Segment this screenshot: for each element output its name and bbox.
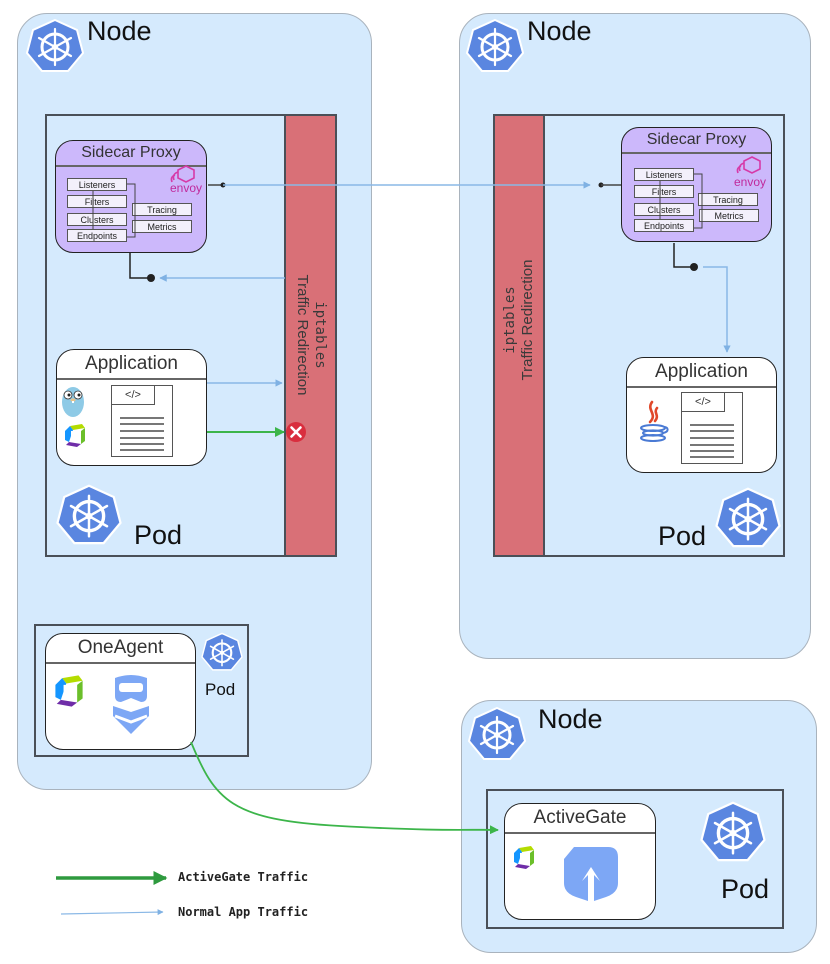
chip-clusters: Clusters (634, 203, 694, 216)
chip-tracing: Tracing (132, 203, 192, 216)
node-left-title: Node (87, 16, 152, 46)
chip-listeners: Listeners (634, 168, 694, 181)
chip-metrics: Metrics (699, 209, 759, 222)
doc-line (120, 449, 164, 451)
legend-normal-swatch (60, 909, 164, 916)
node-right-bottom-title: Node (538, 704, 603, 734)
legend-normal-app-traffic: Normal App Traffic (178, 905, 309, 919)
activegate-title: ActiveGate (505, 804, 655, 834)
dynatrace-icon (55, 675, 83, 707)
iptables-left-label: iptables Traffic Redirection (293, 275, 329, 396)
iptables-left-command: iptables (312, 301, 328, 369)
pod-right-app-label: Pod (658, 521, 707, 551)
oneagent-icon (113, 675, 149, 734)
iptables-right-description: Traffic Redirection (519, 259, 536, 381)
kubernetes-icon (467, 706, 527, 761)
iptables-right-command: iptables (502, 286, 518, 354)
envoy-label: envoy (170, 181, 203, 195)
iptables-right-label: iptables Traffic Redirection (501, 260, 537, 381)
pod-activegate (486, 789, 784, 929)
kubernetes-icon (465, 18, 525, 73)
sidecar-proxy-title: Sidecar Proxy (56, 141, 206, 167)
application-title: Application (627, 358, 776, 388)
oneagent-title: OneAgent (46, 634, 195, 664)
chip-clusters: Clusters (67, 213, 127, 226)
pod-left-app-label: Pod (134, 520, 183, 550)
dynatrace-icon (65, 424, 85, 447)
doc-line (120, 430, 164, 432)
sidecar-proxy-title: Sidecar Proxy (622, 128, 771, 154)
chip-metrics: Metrics (132, 220, 192, 233)
doc-line (690, 437, 734, 439)
doc-line (120, 417, 164, 419)
doc-line (690, 456, 734, 458)
kubernetes-icon (25, 18, 85, 73)
legend-activegate-traffic: ActiveGate Traffic (178, 870, 309, 884)
iptables-left (284, 114, 337, 557)
pod-oneagent-label: Pod (205, 680, 236, 699)
go-gopher-icon (62, 387, 84, 417)
code-document-icon: </> (681, 392, 743, 464)
kubernetes-icon (200, 632, 244, 671)
chip-endpoints: Endpoints (634, 219, 694, 232)
kubernetes-icon (699, 801, 767, 862)
code-document-icon: </> (111, 385, 173, 457)
doc-line (690, 430, 734, 432)
code-tag: </> (112, 386, 155, 405)
application-title: Application (57, 350, 206, 380)
code-tag: </> (682, 393, 725, 412)
activegate-icon (564, 847, 618, 905)
doc-line (120, 443, 164, 445)
doc-line (120, 437, 164, 439)
iptables-left-description: Traffic Redirection (294, 274, 311, 396)
pod-oneagent (34, 624, 249, 757)
chip-endpoints: Endpoints (67, 229, 127, 242)
chip-filters: Filters (67, 195, 127, 208)
doc-line (120, 423, 164, 425)
kubernetes-icon (55, 484, 123, 545)
pod-activegate-label: Pod (721, 874, 770, 904)
doc-line (690, 424, 734, 426)
doc-line (690, 450, 734, 452)
dynatrace-icon (514, 846, 534, 869)
chip-listeners: Listeners (67, 178, 127, 191)
chip-tracing: Tracing (698, 193, 758, 206)
java-icon (640, 400, 669, 442)
node-right-top-title: Node (527, 16, 592, 46)
envoy-label: envoy (734, 175, 767, 189)
iptables-right (493, 114, 545, 557)
chip-filters: Filters (634, 185, 694, 198)
kubernetes-icon (714, 487, 782, 548)
doc-line (690, 444, 734, 446)
